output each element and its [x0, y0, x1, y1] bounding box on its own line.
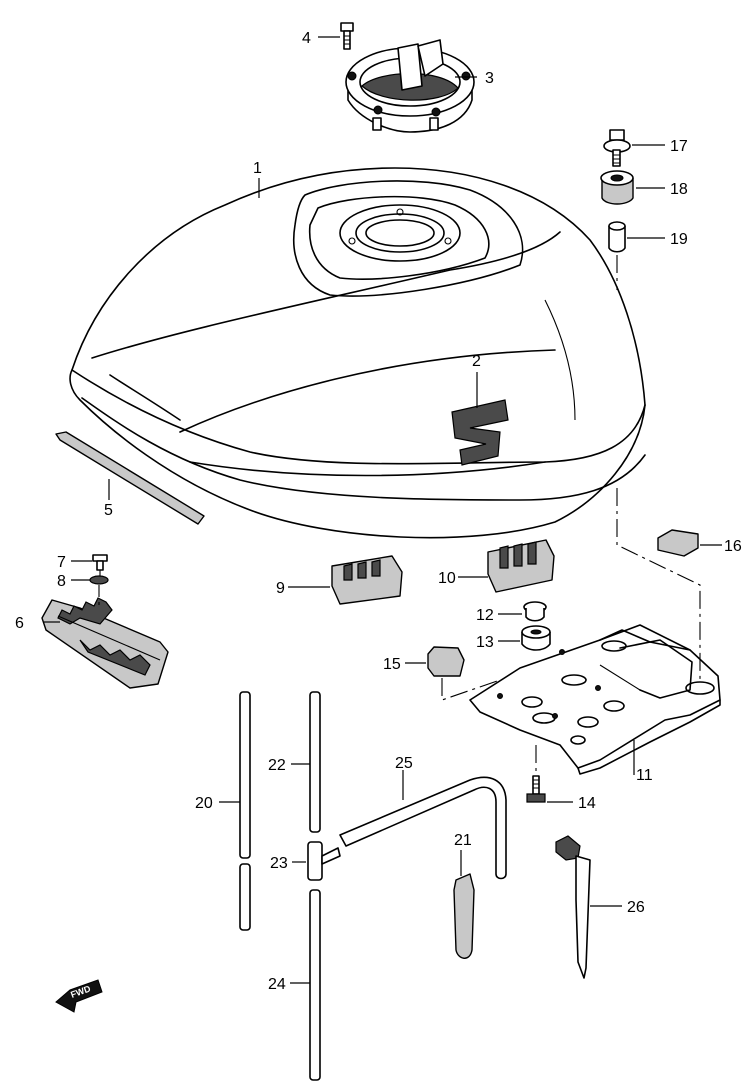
hose-upper [309, 691, 321, 833]
washer [89, 575, 109, 585]
label-part-16: 16 [724, 538, 742, 555]
fuel-tank-drain-hose [339, 776, 507, 880]
label-part-13: 13 [476, 634, 494, 651]
label-part-18: 18 [670, 181, 688, 198]
cushion [521, 625, 551, 651]
label-part-19: 19 [670, 231, 688, 248]
label-part-15: 15 [383, 656, 401, 673]
suzuki-emblem [451, 399, 509, 466]
mount-bolt [603, 129, 631, 167]
label-part-6: 6 [15, 615, 24, 632]
fuel-tank [69, 167, 646, 539]
screw [92, 554, 108, 571]
label-part-25: 25 [395, 755, 413, 772]
label-part-7: 7 [57, 554, 66, 571]
label-part-14: 14 [578, 795, 596, 812]
part-labels: 1 2 3 4 5 6 7 8 9 10 11 12 13 14 15 16 1… [15, 30, 742, 993]
label-part-10: 10 [438, 570, 456, 587]
tank-mounting-plate [469, 624, 721, 775]
fuel-cap [345, 39, 475, 133]
label-part-22: 22 [268, 757, 286, 774]
label-part-3: 3 [485, 70, 494, 87]
label-part-12: 12 [476, 607, 494, 624]
rubber-cushion-b [487, 539, 555, 593]
collar [523, 601, 547, 622]
leader-lines [44, 36, 722, 984]
hose-lower [309, 889, 321, 1081]
forward-direction-arrow-icon: FWD [55, 979, 103, 1013]
breather-hose-long [239, 691, 251, 931]
side-cushion [657, 529, 699, 557]
label-part-20: 20 [195, 795, 213, 812]
trim-strip [55, 431, 205, 525]
plate-bolt [526, 775, 546, 803]
label-part-9: 9 [276, 580, 285, 597]
label-part-21: 21 [454, 832, 472, 849]
label-part-23: 23 [270, 855, 288, 872]
label-part-24: 24 [268, 976, 286, 993]
label-part-1: 1 [253, 160, 262, 177]
hose-clamp [453, 873, 475, 959]
label-part-2: 2 [472, 353, 481, 370]
pad [427, 646, 465, 677]
label-part-17: 17 [670, 138, 688, 155]
label-part-5: 5 [104, 502, 113, 519]
mount-cushion [600, 170, 634, 205]
label-part-11: 11 [636, 767, 653, 784]
mount-collar [608, 221, 626, 253]
rubber-cushion-bracket [41, 597, 169, 689]
rubber-cushion-a [331, 555, 403, 605]
three-way-joint [307, 841, 341, 881]
label-part-8: 8 [57, 573, 66, 590]
drain-tube [555, 835, 591, 979]
cap-bolt [340, 22, 354, 50]
label-part-4: 4 [302, 30, 311, 47]
label-part-26: 26 [627, 899, 645, 916]
